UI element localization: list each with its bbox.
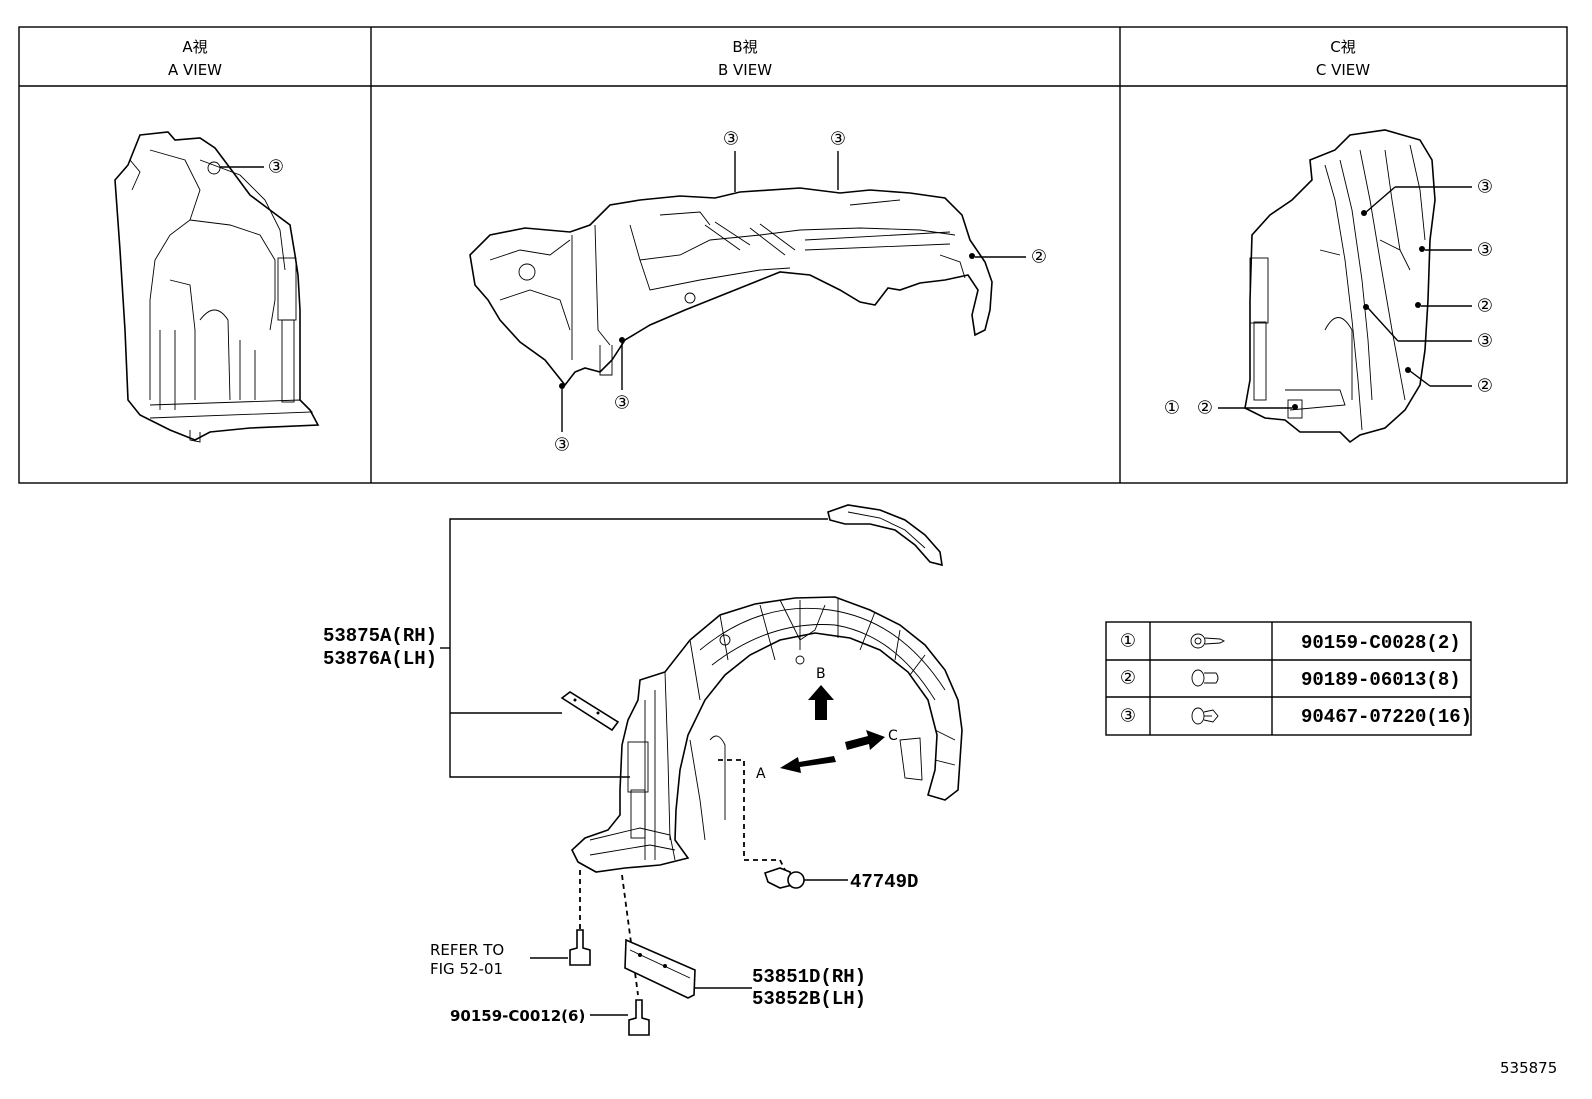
legend-marker-3: ③ — [1120, 706, 1136, 727]
view-table: A視 A VIEW B視 B VIEW C視 C VIEW — [18, 26, 1568, 484]
marker-3-c-view-middle: ③ — [1367, 307, 1493, 352]
svg-text:①: ① — [1164, 398, 1180, 419]
svg-text:B: B — [816, 666, 826, 682]
marker-2-c-view-lower: ② — [1409, 370, 1493, 397]
marker-3-b-view-bottom-mid: ③ — [614, 343, 630, 414]
legend-part-3: 90467-07220(16) — [1301, 706, 1472, 728]
marker-1-2-c-view: ① ② — [1164, 398, 1292, 419]
a-view-title: A VIEW — [168, 61, 222, 79]
svg-text:53876A(LH): 53876A(LH) — [323, 648, 437, 670]
svg-text:REFER TO: REFER TO — [430, 941, 504, 959]
svg-text:③: ③ — [614, 393, 630, 414]
fender-liner-assembly — [571, 504, 963, 873]
b-view-drawing — [469, 187, 993, 389]
svg-text:FIG 52-01: FIG 52-01 — [430, 960, 503, 978]
svg-text:53875A(RH): 53875A(RH) — [323, 625, 437, 647]
marker-3-b-view-top-left: ③ — [723, 129, 739, 192]
label-53875a: 53875A(RH) 53876A(LH) — [323, 625, 437, 670]
bolt-refer-fig: REFER TO FIG 52-01 — [430, 870, 591, 978]
svg-text:53852B(LH): 53852B(LH) — [752, 988, 866, 1010]
direction-arrow-c: C — [845, 728, 898, 750]
svg-text:90159-C0012(6): 90159-C0012(6) — [450, 1007, 585, 1025]
marker-3-c-view-top: ③ — [1364, 177, 1493, 214]
c-view-title: C VIEW — [1316, 61, 1370, 79]
marker-3-b-view-top-right: ③ — [830, 129, 846, 190]
liner-group-bracket — [440, 518, 828, 778]
marker-2-b-view: ② — [975, 247, 1047, 268]
svg-text:C: C — [888, 728, 898, 744]
b-view-title: B VIEW — [718, 61, 772, 79]
svg-text:③: ③ — [830, 129, 846, 150]
fastener-legend: ① 90159-C0028(2) ② 90189-06013(8) ③ 9046… — [1105, 621, 1472, 736]
svg-text:③: ③ — [1477, 331, 1493, 352]
legend-marker-2: ② — [1120, 668, 1136, 689]
svg-text:A: A — [756, 766, 766, 782]
svg-text:③: ③ — [554, 435, 570, 456]
svg-text:③: ③ — [723, 129, 739, 150]
svg-text:②: ② — [1031, 247, 1047, 268]
svg-text:②: ② — [1477, 376, 1493, 397]
bracket-part — [560, 691, 620, 732]
svg-text:③: ③ — [268, 157, 284, 178]
screw-icon — [1190, 633, 1226, 649]
clip-47749d: 47749D — [718, 759, 918, 893]
legend-marker-1: ① — [1120, 631, 1136, 652]
a-view-title-jp: A視 — [182, 38, 207, 56]
b-view-title-jp: B視 — [732, 38, 757, 56]
legend-part-2: 90189-06013(8) — [1301, 669, 1461, 691]
direction-arrow-a: A — [756, 756, 836, 782]
a-view-drawing — [114, 131, 320, 443]
svg-text:③: ③ — [1477, 177, 1493, 198]
marker-3-a-view: ③ — [220, 157, 284, 178]
c-view-drawing — [1244, 129, 1436, 444]
figure-number: 535875 — [1500, 1059, 1557, 1077]
svg-text:③: ③ — [1477, 240, 1493, 261]
marker-2-c-view-upper: ② — [1421, 296, 1493, 317]
svg-text:47749D: 47749D — [850, 871, 918, 893]
svg-text:53851D(RH): 53851D(RH) — [752, 966, 866, 988]
push-clip-icon — [1191, 707, 1219, 725]
screw-90159-c0012: 90159-C0012(6) — [450, 999, 650, 1036]
legend-part-1: 90159-C0028(2) — [1301, 632, 1461, 654]
svg-text:②: ② — [1197, 398, 1213, 419]
marker-3-c-view-second: ③ — [1425, 240, 1493, 261]
seal-53851d: 53851D(RH) 53852B(LH) — [621, 874, 866, 1010]
direction-arrow-b: B — [808, 666, 834, 720]
marker-3-b-view-bottom-left: ③ — [554, 389, 570, 456]
clip-icon — [1191, 669, 1219, 687]
svg-text:②: ② — [1477, 296, 1493, 317]
c-view-title-jp: C視 — [1330, 38, 1355, 56]
